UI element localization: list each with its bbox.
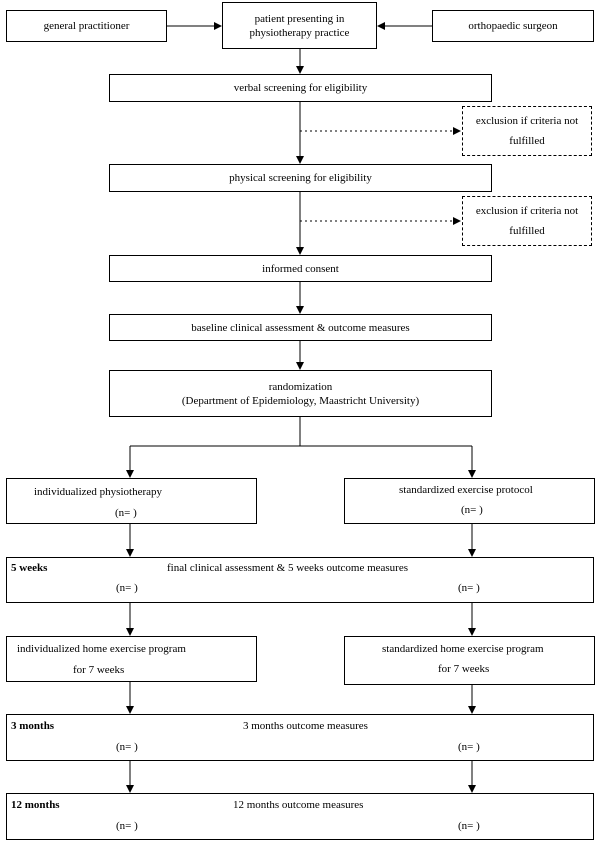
surgeon-box: orthopaedic surgeon [432, 10, 594, 42]
exclusion-box-1: exclusion if criteria not fulfilled [462, 106, 592, 156]
randomization-line1: randomization [268, 380, 333, 393]
month12-timepoint: 12 months [11, 799, 60, 811]
month3-title: 3 months outcome measures [243, 720, 368, 732]
verbal-screening-label: verbal screening for eligibility [233, 82, 368, 94]
patient-label-line1: patient presenting in [254, 12, 345, 25]
exclusion-2-line2: fulfilled [509, 225, 545, 237]
patient-box: patient presenting in physiotherapy prac… [222, 2, 377, 49]
week5-n-left: (n= ) [116, 582, 138, 594]
baseline-label: baseline clinical assessment & outcome m… [191, 321, 410, 334]
exclusion-1-line1: exclusion if criteria not [475, 115, 579, 127]
exclusion-2-line1: exclusion if criteria not [475, 205, 579, 217]
week5-title: final clinical assessment & 5 weeks outc… [167, 562, 409, 574]
month3-n-left: (n= ) [116, 741, 138, 753]
week5-timepoint: 5 weeks [11, 562, 48, 574]
gp-box: general practitioner [6, 10, 167, 42]
home-right-line2: for 7 weeks [438, 663, 490, 675]
month12-title: 12 months outcome measures [233, 799, 364, 811]
physical-screening-label: physical screening for eligibility [229, 172, 372, 184]
gp-label: general practitioner [43, 20, 130, 32]
exclusion-1-line2: fulfilled [509, 135, 545, 147]
exclusion-box-2: exclusion if criteria not fulfilled [462, 196, 592, 246]
home-right-box: standardized home exercise program for 7… [344, 636, 595, 685]
arm-right-label: standardized exercise protocol [399, 484, 533, 496]
surgeon-label: orthopaedic surgeon [468, 20, 558, 32]
month3-timepoint: 3 months [11, 720, 55, 732]
week5-n-right: (n= ) [458, 582, 480, 594]
arm-left-label: individualized physiotherapy [34, 486, 162, 498]
arm-right-box: standardized exercise protocol (n= ) [344, 478, 595, 524]
month12-box: 12 months 12 months outcome measures (n=… [6, 793, 594, 840]
home-left-line1: individualized home exercise program [17, 643, 186, 655]
consent-box: informed consent [109, 255, 492, 282]
consent-label: informed consent [262, 262, 339, 275]
arm-right-n: (n= ) [461, 504, 483, 516]
patient-label-line2: physiotherapy practice [249, 26, 350, 39]
home-left-box: individualized home exercise program for… [6, 636, 257, 682]
randomization-box: randomization (Department of Epidemiolog… [109, 370, 492, 417]
home-right-line1: standardized home exercise program [382, 643, 544, 655]
home-left-line2: for 7 weeks [73, 664, 125, 676]
randomization-line2: (Department of Epidemiology, Maastricht … [181, 394, 420, 407]
month3-box: 3 months 3 months outcome measures (n= )… [6, 714, 594, 761]
physical-screening-box: physical screening for eligibility [109, 164, 492, 192]
baseline-box: baseline clinical assessment & outcome m… [109, 314, 492, 341]
arm-left-box: individualized physiotherapy (n= ) [6, 478, 257, 524]
verbal-screening-box: verbal screening for eligibility [109, 74, 492, 102]
month12-n-left: (n= ) [116, 820, 138, 832]
month12-n-right: (n= ) [458, 820, 480, 832]
month3-n-right: (n= ) [458, 741, 480, 753]
arm-left-n: (n= ) [115, 507, 137, 519]
week5-box: 5 weeks final clinical assessment & 5 we… [6, 557, 594, 603]
